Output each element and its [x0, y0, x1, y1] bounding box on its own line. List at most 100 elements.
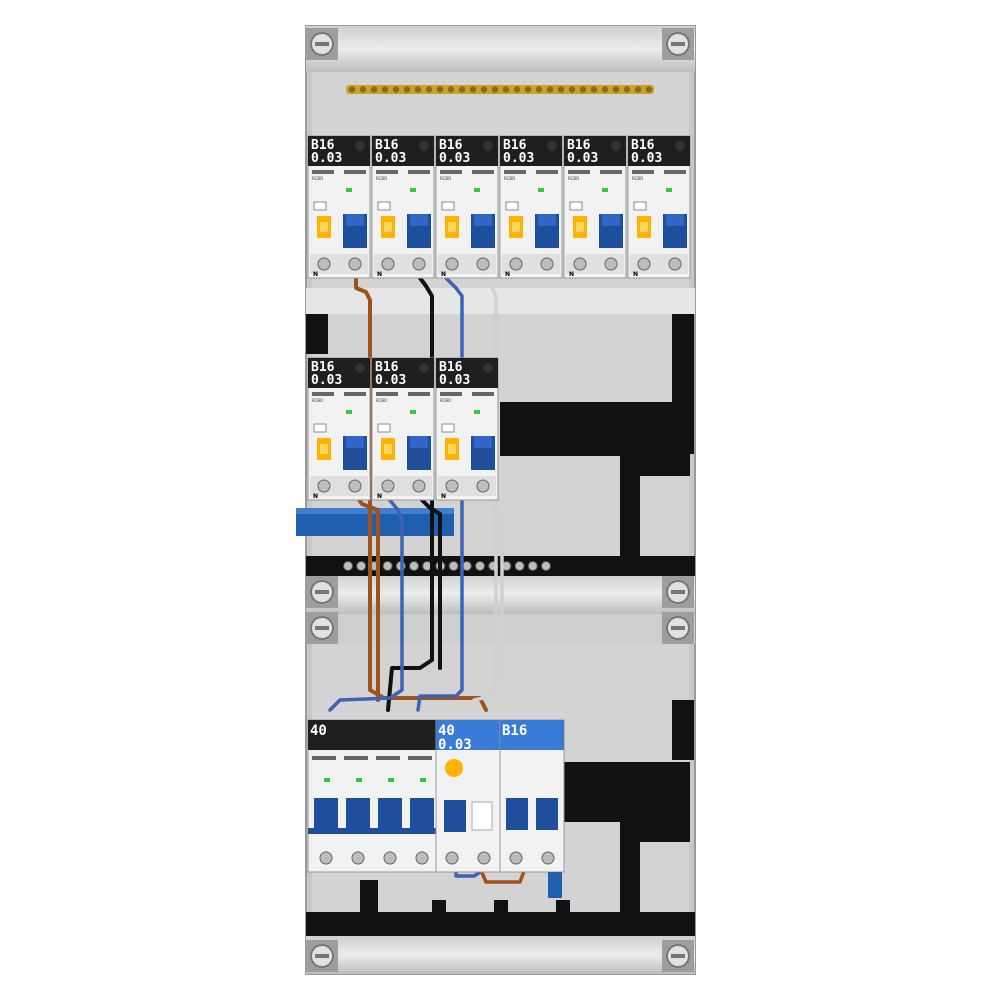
rcbo-model: RCBO [632, 176, 643, 181]
busbar-screw [447, 86, 455, 93]
main-switch[interactable] [307, 719, 437, 873]
breaker-sensitivity: 0.03 [503, 151, 534, 166]
earth-screw [448, 561, 459, 571]
breaker-sensitivity: 0.03 [375, 151, 406, 166]
busbar-screw [513, 86, 521, 93]
busbar-screw [359, 86, 367, 93]
busbar-screw [601, 86, 609, 93]
busbar-screw [425, 86, 433, 93]
rcbo-model: RCBO [376, 176, 387, 181]
mounting-bolt [306, 576, 338, 608]
rcbo-model: RCBO [440, 398, 451, 403]
breaker-sensitivity: 0.03 [311, 151, 342, 166]
breaker-rating: B16 [311, 138, 335, 153]
neutral-terminal-label: N [313, 493, 318, 500]
neutral-terminal-label: N [313, 271, 318, 278]
rcbo-model: RCBO [440, 176, 451, 181]
neutral-terminal-label: N [377, 493, 382, 500]
neutral-terminal-label: N [377, 271, 382, 278]
busbar-screw [392, 86, 400, 93]
breaker-rating: B16 [311, 360, 335, 375]
wire-brown-low [478, 864, 528, 884]
busbar-screw [645, 86, 653, 93]
rcbo-model: RCBO [312, 398, 323, 403]
busbar-screw [491, 86, 499, 93]
breaker-rating: B16 [375, 138, 399, 153]
mcb-breaker[interactable] [499, 719, 565, 898]
busbar-screw [612, 86, 620, 93]
busbar-screw [469, 86, 477, 93]
mounting-bolt [662, 28, 694, 60]
earth-screw [527, 561, 538, 571]
top-cover [306, 26, 695, 72]
busbar-screw [568, 86, 576, 93]
mounting-bolt [662, 940, 694, 972]
busbar-screw [436, 86, 444, 93]
wire-grey-2 [484, 496, 504, 682]
bottom-cover [306, 936, 695, 974]
rcbo-model: RCBO [376, 398, 387, 403]
wire-blue [416, 276, 464, 712]
wire-blue-2 [328, 496, 404, 712]
wire-black-2 [418, 496, 442, 670]
busbar-screw [634, 86, 642, 93]
main-switch-rating: 40 [310, 723, 327, 739]
mounting-bolts [306, 28, 694, 972]
neutral-terminal-label: N [441, 493, 446, 500]
row1-rcbo-group: B160.03RCBONB160.03RCBONB160.03RCBONB160… [307, 135, 691, 279]
rcd-rating: 40 [438, 723, 455, 739]
mounting-bolt [306, 28, 338, 60]
mounting-bolt [306, 940, 338, 972]
earth-screw [541, 561, 551, 571]
breaker-sensitivity: 0.03 [567, 151, 598, 166]
neutral-terminal-label: N [633, 271, 638, 278]
breaker-sensitivity: 0.03 [311, 373, 342, 388]
rcbo-model: RCBO [504, 176, 515, 181]
earth-screw [409, 561, 419, 571]
busbar-screw [590, 86, 598, 93]
busbar-screw [524, 86, 532, 93]
breaker-rating: B16 [503, 138, 527, 153]
mounting-bolt [306, 612, 338, 644]
row3-main-devices [307, 719, 565, 898]
neutral-terminal-label: N [441, 271, 446, 278]
busbar-screw [348, 86, 356, 93]
busbar-screw [502, 86, 510, 93]
rcd-switch[interactable] [435, 719, 501, 873]
earth-screw [343, 561, 353, 571]
busbar-screw [403, 86, 411, 93]
breaker-sensitivity: 0.03 [375, 373, 406, 388]
rcbo-model: RCBO [568, 176, 579, 181]
breaker-rating: B16 [567, 138, 591, 153]
breaker-sensitivity: 0.03 [631, 151, 662, 166]
neutral-terminal-label: N [569, 271, 574, 278]
breaker-rating: B16 [439, 360, 463, 375]
wire-black [386, 276, 434, 712]
busbar-screw [480, 86, 488, 93]
mounting-bolt [662, 612, 694, 644]
breaker-sensitivity: 0.03 [439, 373, 470, 388]
breaker-sensitivity: 0.03 [439, 151, 470, 166]
earth-screw [475, 561, 485, 571]
wire-brown-2 [356, 496, 380, 702]
neutral-terminal-label: N [505, 271, 510, 278]
busbar-screw [546, 86, 554, 93]
mounting-bolt [662, 576, 694, 608]
mcb-rating: B16 [502, 723, 527, 739]
earth-screw [356, 561, 367, 571]
busbar-screw [623, 86, 631, 93]
earth-screw [382, 561, 393, 571]
earth-screw [514, 561, 525, 571]
busbar-screw [579, 86, 587, 93]
